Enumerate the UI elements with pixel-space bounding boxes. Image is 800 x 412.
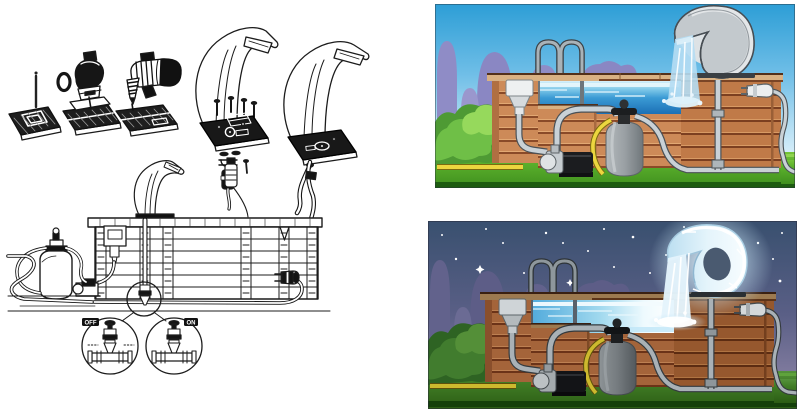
svg-text:OFF: OFF bbox=[85, 321, 97, 327]
svg-text:ON: ON bbox=[187, 321, 196, 327]
